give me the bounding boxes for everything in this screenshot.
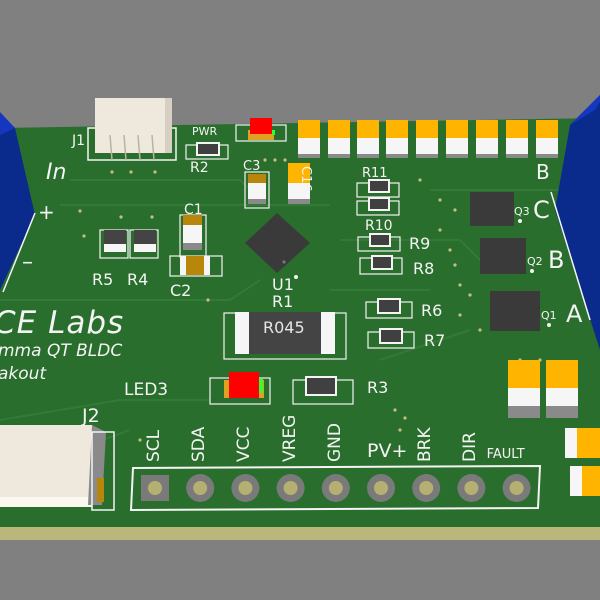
board-subtitle: mma QT BLDC — [0, 341, 123, 361]
pin-hole — [419, 481, 434, 495]
c1-capacitor — [183, 215, 202, 225]
pin-label-brk: BRK — [415, 427, 436, 462]
label-r8: R8 — [413, 259, 435, 278]
label-j2: J2 — [82, 405, 100, 427]
q2-mosfet — [480, 238, 526, 274]
output-terminal-block-top — [570, 95, 600, 125]
led3 — [229, 372, 259, 398]
q3-mosfet — [470, 192, 514, 226]
c3-capacitor — [248, 174, 266, 183]
capacitor-row — [298, 120, 558, 158]
board-brand: CE Labs — [0, 305, 125, 341]
label-u1: U1 — [272, 275, 294, 294]
pin-hole — [283, 481, 298, 495]
label-r9: R9 — [409, 234, 431, 253]
label-r1: R1 — [272, 292, 294, 311]
c2-capacitor — [186, 256, 204, 275]
label-c2: C2 — [170, 281, 192, 300]
pin-hole — [328, 481, 343, 495]
c16-capacitor — [288, 163, 310, 183]
sense-resistors — [356, 179, 415, 349]
label-phase-c: C — [533, 196, 550, 224]
label-led3: LED3 — [124, 380, 169, 400]
pin-label-dir: DIR — [460, 432, 481, 462]
output-capacitors — [508, 360, 600, 496]
label-r4: R4 — [127, 270, 149, 289]
label-q2: Q2 — [527, 255, 543, 268]
pin-hole — [238, 481, 253, 495]
output-terminal-block-side — [555, 95, 600, 350]
pin-hole — [193, 481, 208, 495]
j2-connector — [0, 425, 92, 507]
label-c16: C16 — [298, 166, 313, 192]
r3-resistor — [305, 376, 337, 396]
q1-mosfet — [490, 291, 540, 331]
label-q3: Q3 — [514, 205, 530, 218]
label-r6: R6 — [421, 301, 443, 320]
label-r5: R5 — [92, 270, 114, 289]
label-r7: R7 — [424, 331, 446, 350]
label-in: In — [46, 160, 67, 185]
label-c1: C1 — [184, 202, 203, 218]
label-phase-top: B — [536, 160, 550, 184]
pwr-led — [250, 118, 272, 134]
pin-label-sda: SDA — [189, 426, 210, 462]
label-plus: + — [38, 200, 55, 224]
j1-connector — [95, 98, 170, 153]
label-q1: Q1 — [541, 309, 557, 322]
traces — [0, 179, 560, 471]
pin-label-scl: SCL — [144, 429, 164, 462]
input-terminal-block-top — [0, 112, 15, 135]
u1-ic — [245, 213, 310, 273]
label-minus: – — [22, 250, 33, 275]
label-pwr: PWR — [192, 125, 218, 138]
pin-hole — [374, 481, 388, 495]
input-terminal-block-side — [0, 115, 35, 290]
pin-hole — [464, 481, 479, 495]
pin-label-vreg: VREG — [279, 414, 300, 462]
label-phase-b: B — [548, 246, 565, 274]
pin-hole — [509, 481, 524, 495]
label-c3: C3 — [243, 159, 261, 174]
r1-marking: R045 — [263, 318, 305, 337]
label-r2: R2 — [190, 160, 209, 176]
label-r10: R10 — [365, 218, 393, 234]
pin-label-vcc: VCC — [234, 426, 255, 462]
pcb-edge — [0, 525, 600, 540]
pin-label-pvplus: PV+ — [367, 440, 408, 462]
header-pads — [141, 474, 531, 502]
r1-shunt-resistor — [235, 312, 335, 354]
pin-label-gnd: GND — [324, 423, 345, 462]
label-phase-a: A — [566, 300, 583, 328]
r2-resistor — [196, 142, 220, 156]
label-r3: R3 — [367, 378, 389, 397]
header-outline — [129, 464, 542, 512]
label-r11: R11 — [362, 166, 388, 181]
label-j1: J1 — [72, 133, 86, 149]
pin-hole — [148, 481, 162, 495]
r4-resistor — [134, 230, 156, 244]
pin-label-fault: FAULT — [486, 447, 525, 462]
board-subtitle2: akout — [0, 364, 47, 384]
r5-resistor — [104, 230, 126, 244]
